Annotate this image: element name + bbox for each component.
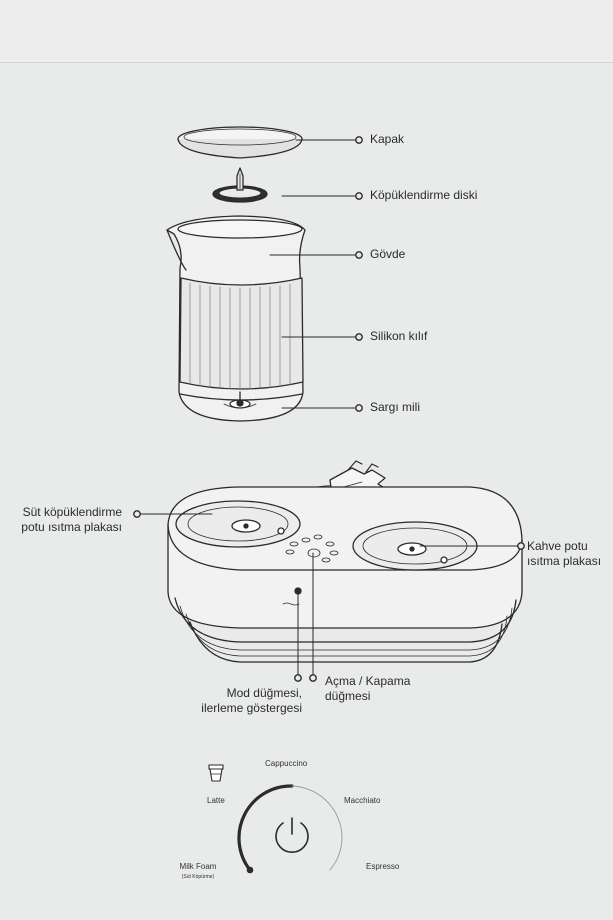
power-icon [275, 817, 309, 853]
label-milk-plate: Süt köpüklendirme potu ısıtma plakası [0, 505, 122, 535]
label-mode-button-line2: ilerleme göstergesi [201, 701, 302, 715]
cup-icon [208, 764, 224, 782]
label-silicone-sleeve: Silikon kılıf [370, 329, 428, 343]
mode-cappuccino: Cappuccino [265, 759, 308, 768]
label-power-button-line2: düğmesi [325, 689, 371, 703]
label-power-button: Açma / Kapama düğmesi [325, 674, 410, 704]
label-coffee-plate-line2: ısıtma plakası [527, 554, 602, 568]
frothing-disc-illustration [212, 167, 268, 203]
mode-milk-foam: Milk Foam (Süt Köpürme) [166, 859, 230, 880]
leader-lines [137, 139, 521, 677]
top-bar [0, 0, 613, 63]
label-mode-button: Mod düğmesi, ilerleme göstergesi [150, 686, 302, 716]
mode-dial-illustration [208, 764, 343, 874]
label-body: Gövde [370, 247, 406, 261]
label-frothing-disc: Köpüklendirme diski [370, 188, 478, 202]
mode-latte: Latte [207, 796, 225, 805]
label-milk-plate-line2: potu ısıtma plakası [21, 520, 122, 534]
label-mode-button-line1: Mod düğmesi, [226, 686, 302, 700]
label-coffee-plate: Kahve potu ısıtma plakası [527, 539, 601, 569]
mode-macchiato: Macchiato [344, 796, 381, 805]
lid-illustration [177, 126, 303, 159]
mode-milk-foam-label: Milk Foam [179, 862, 217, 871]
label-lid: Kapak [370, 132, 405, 146]
leader-dots [133, 136, 525, 682]
label-power-button-line1: Açma / Kapama [325, 674, 411, 688]
mode-milk-foam-sub: (Süt Köpürme) [181, 874, 215, 880]
jug-body-illustration [166, 215, 306, 422]
mode-espresso: Espresso [366, 862, 400, 871]
base-station-illustration [167, 460, 523, 663]
label-milk-plate-line1: Süt köpüklendirme [22, 505, 122, 519]
label-winding-shaft: Sargı mili [370, 400, 421, 414]
label-coffee-plate-line1: Kahve potu [527, 539, 588, 553]
